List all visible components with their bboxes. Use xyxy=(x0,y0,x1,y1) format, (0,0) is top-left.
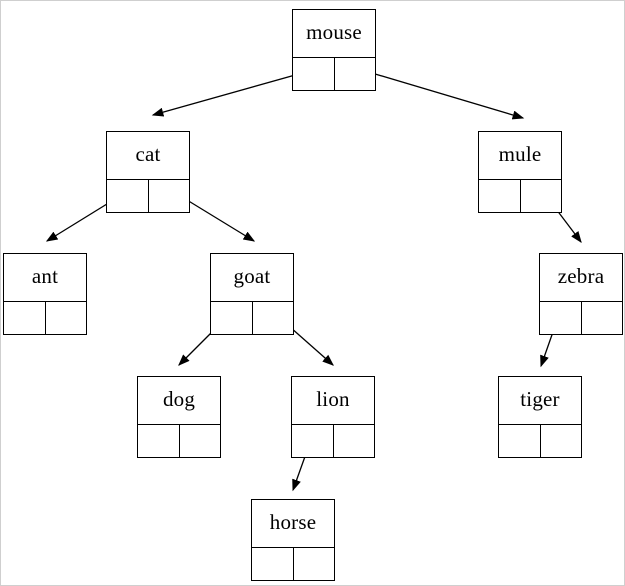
node-label-horse: horse xyxy=(252,500,334,548)
node-label-goat: goat xyxy=(211,254,293,302)
node-pointer-row-mule xyxy=(479,180,561,212)
left-pointer-cell-ant[interactable] xyxy=(4,302,46,334)
tree-node-horse[interactable]: horse xyxy=(251,499,335,581)
tree-node-lion[interactable]: lion xyxy=(291,376,375,458)
tree-node-dog[interactable]: dog xyxy=(137,376,221,458)
right-pointer-cell-mule[interactable] xyxy=(520,180,561,212)
tree-node-mule[interactable]: mule xyxy=(478,131,562,213)
node-pointer-row-lion xyxy=(292,425,374,457)
node-pointer-row-ant xyxy=(4,302,86,334)
node-pointer-row-tiger xyxy=(499,425,581,457)
left-pointer-cell-dog[interactable] xyxy=(138,425,180,457)
right-pointer-cell-ant[interactable] xyxy=(45,302,86,334)
node-pointer-row-cat xyxy=(107,180,189,212)
tree-node-tiger[interactable]: tiger xyxy=(498,376,582,458)
left-pointer-cell-zebra[interactable] xyxy=(540,302,582,334)
node-label-dog: dog xyxy=(138,377,220,425)
left-pointer-cell-cat[interactable] xyxy=(107,180,149,212)
node-label-zebra: zebra xyxy=(540,254,622,302)
right-pointer-cell-tiger[interactable] xyxy=(540,425,581,457)
left-pointer-cell-mule[interactable] xyxy=(479,180,521,212)
node-label-mouse: mouse xyxy=(293,10,375,58)
node-label-mule: mule xyxy=(479,132,561,180)
tree-node-goat[interactable]: goat xyxy=(210,253,294,335)
node-label-tiger: tiger xyxy=(499,377,581,425)
left-pointer-cell-horse[interactable] xyxy=(252,548,294,580)
right-pointer-cell-horse[interactable] xyxy=(293,548,334,580)
node-pointer-row-dog xyxy=(138,425,220,457)
right-pointer-cell-goat[interactable] xyxy=(252,302,293,334)
tree-node-zebra[interactable]: zebra xyxy=(539,253,623,335)
left-pointer-cell-goat[interactable] xyxy=(211,302,253,334)
right-pointer-cell-zebra[interactable] xyxy=(581,302,622,334)
right-pointer-cell-cat[interactable] xyxy=(148,180,189,212)
tree-node-ant[interactable]: ant xyxy=(3,253,87,335)
node-pointer-row-mouse xyxy=(293,58,375,90)
right-pointer-cell-dog[interactable] xyxy=(179,425,220,457)
node-label-lion: lion xyxy=(292,377,374,425)
node-pointer-row-horse xyxy=(252,548,334,580)
tree-edge-mouse-to-mule xyxy=(354,67,525,120)
tree-node-cat[interactable]: cat xyxy=(106,131,190,213)
node-label-ant: ant xyxy=(4,254,86,302)
tree-edge-mouse-to-cat xyxy=(151,69,314,117)
tree-node-mouse[interactable]: mouse xyxy=(292,9,376,91)
node-pointer-row-goat xyxy=(211,302,293,334)
right-pointer-cell-mouse[interactable] xyxy=(334,58,375,90)
left-pointer-cell-tiger[interactable] xyxy=(499,425,541,457)
node-label-cat: cat xyxy=(107,132,189,180)
node-pointer-row-zebra xyxy=(540,302,622,334)
right-pointer-cell-lion[interactable] xyxy=(333,425,374,457)
left-pointer-cell-lion[interactable] xyxy=(292,425,334,457)
left-pointer-cell-mouse[interactable] xyxy=(293,58,335,90)
